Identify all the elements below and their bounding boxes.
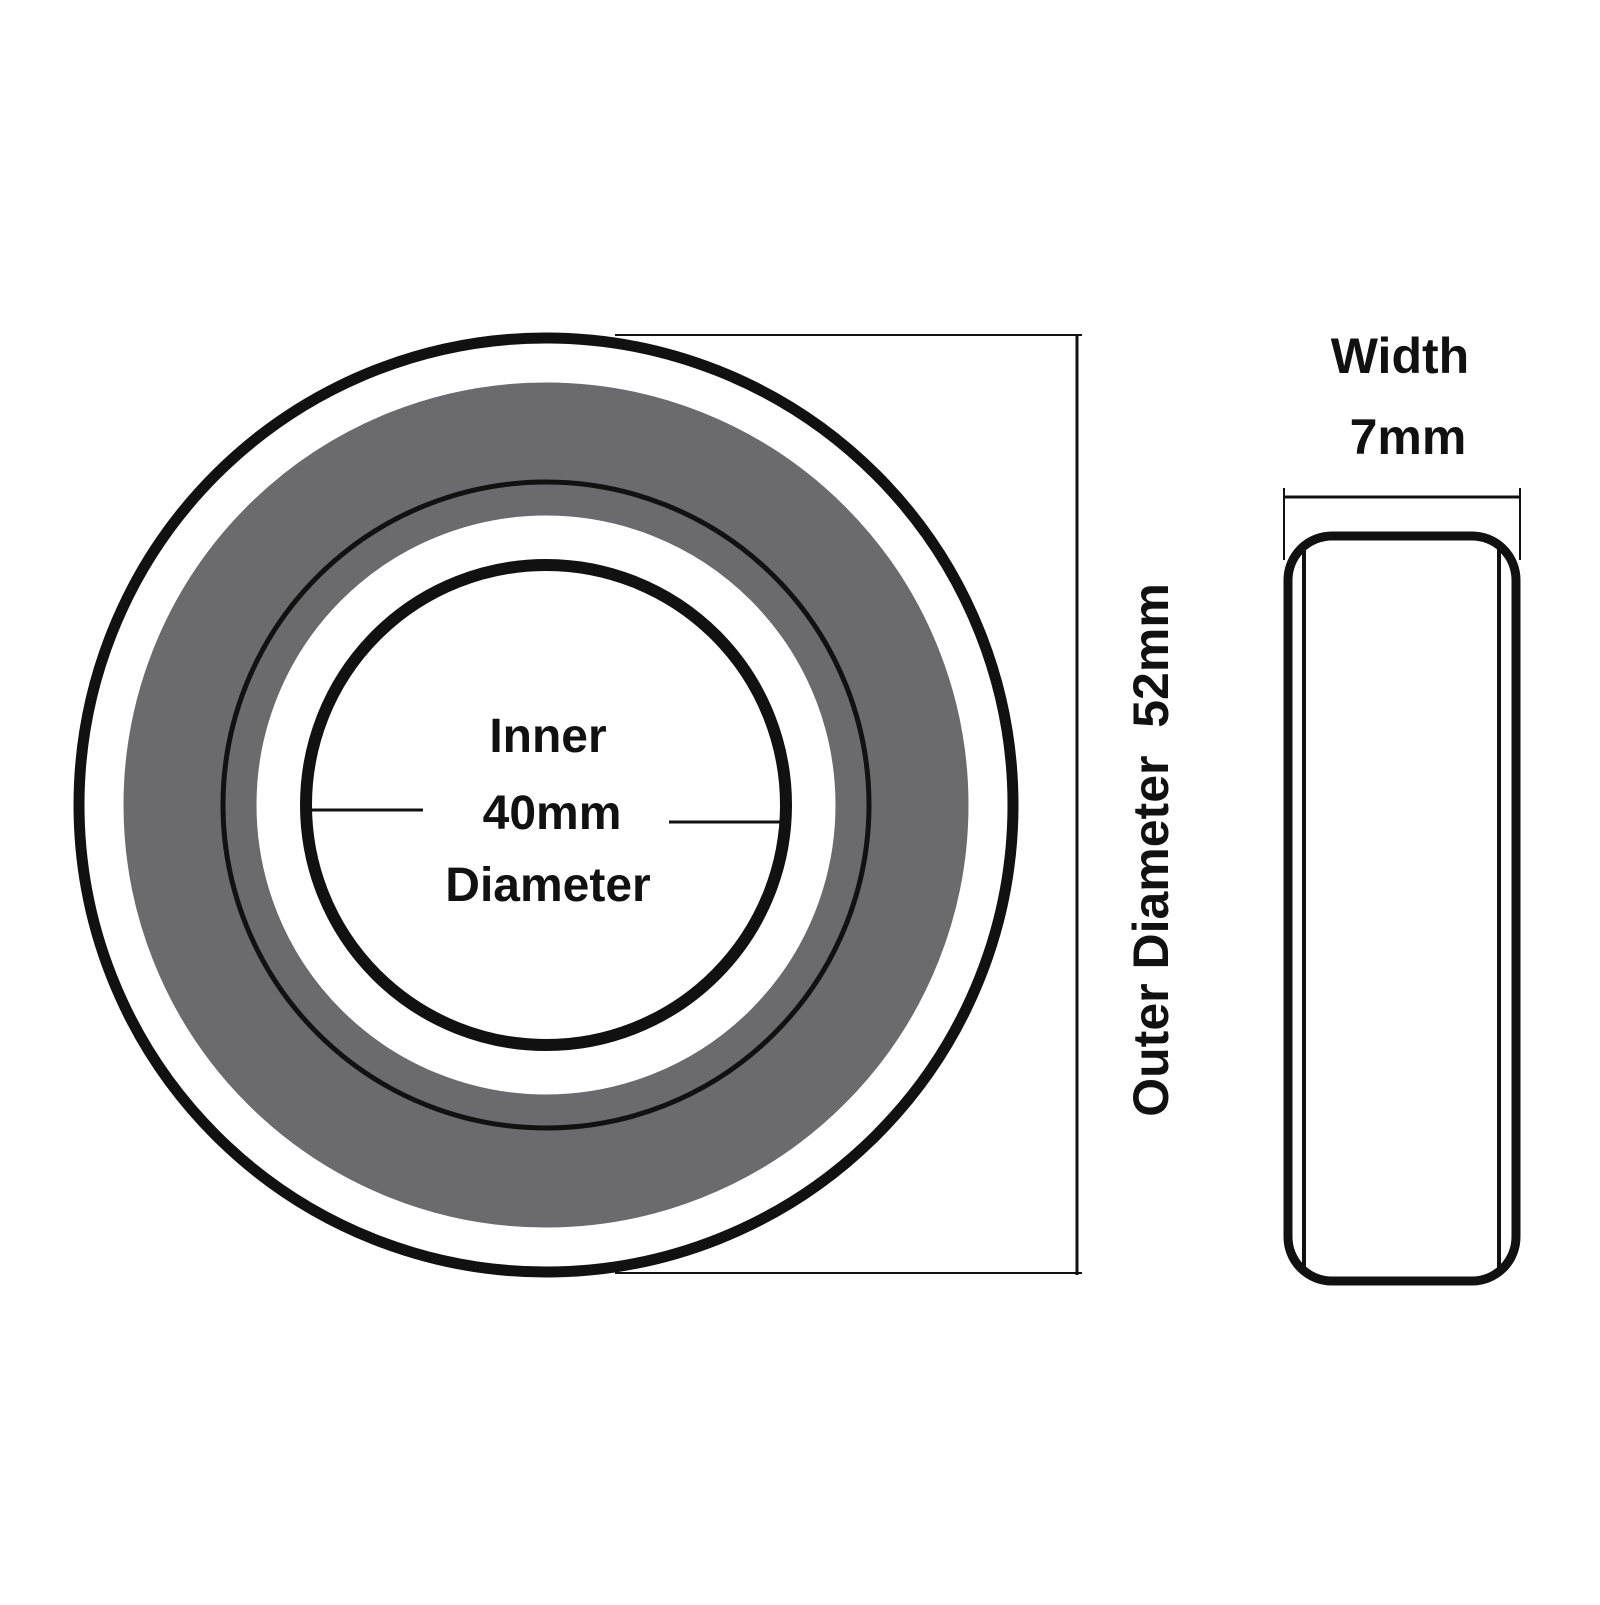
outer-dimension: Outer Diameter 52mm — [615, 334, 1179, 1275]
outer-label: Outer Diameter 52mm — [1123, 583, 1179, 1117]
inner-label-1: Inner — [489, 710, 606, 763]
bearing-side-view: Width 7mm — [1283, 328, 1521, 1286]
inner-value: 40mm — [483, 787, 622, 840]
side-profile — [1283, 531, 1521, 1286]
inner-label-2: Diameter — [445, 859, 650, 912]
seal-inner-line — [220, 479, 872, 1131]
bore — [300, 559, 792, 1051]
seal-shield — [123, 382, 969, 1228]
bearing-front-view: Inner 40mm Diameter — [73, 332, 1019, 1278]
width-value: 7mm — [1350, 409, 1467, 465]
width-label: Width — [1331, 328, 1469, 384]
